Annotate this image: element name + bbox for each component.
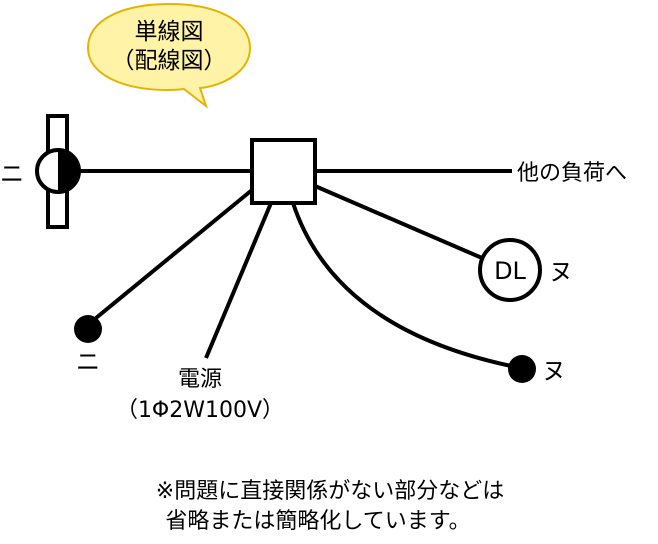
callout-line2: （配線図） xyxy=(112,48,227,74)
power-label-line2: （1Φ2W100V） xyxy=(116,398,284,423)
power-label-line1: 電源 xyxy=(178,367,222,392)
note-line2: 省略または簡略化しています。 xyxy=(165,509,470,534)
wire-to-switch xyxy=(94,188,254,320)
lamp-half-fill xyxy=(58,150,79,192)
wire-to-power xyxy=(204,202,273,359)
switch-left-label: ニ xyxy=(0,160,24,188)
wire-to-downlight xyxy=(314,184,483,260)
wire-to-pendant xyxy=(291,202,517,369)
other-load-label: 他の負荷へ xyxy=(517,161,627,186)
callout-line1: 単線図 xyxy=(135,19,204,45)
wires xyxy=(70,169,517,369)
downlight-mark: ヌ xyxy=(549,258,573,286)
note-line1: ※問題に直接関係がない部分などは xyxy=(156,479,504,504)
pendant-mark: ヌ xyxy=(542,357,566,385)
left-lamp-symbol xyxy=(35,114,81,229)
switch-dot xyxy=(74,315,102,343)
callout-bubble: 単線図 （配線図） xyxy=(86,2,252,109)
downlight-text: DL xyxy=(494,257,526,285)
joint-box xyxy=(250,138,317,205)
pendant-dot xyxy=(508,355,536,383)
switch-bottom-label: ニ xyxy=(76,348,100,376)
downlight-circle xyxy=(478,238,542,302)
